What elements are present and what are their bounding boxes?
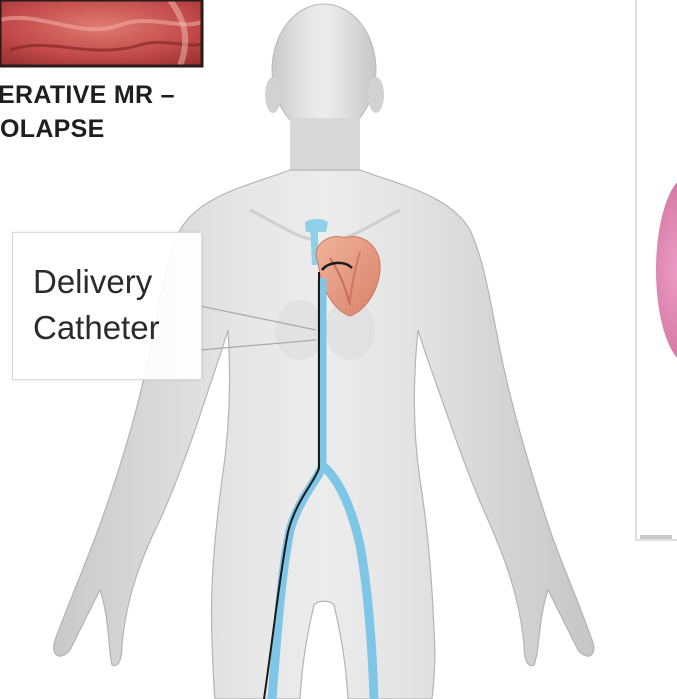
caption-line-1: ERATIVE MR –	[0, 81, 175, 110]
tissue-inset-image	[0, 0, 202, 66]
callout-line-1: Delivery	[33, 263, 152, 301]
callout-line-2: Catheter	[33, 309, 160, 347]
right-inset-panel	[636, 0, 677, 540]
caption-line-2: OLAPSE	[0, 115, 105, 144]
delivery-catheter-callout: Delivery Catheter	[12, 232, 202, 380]
